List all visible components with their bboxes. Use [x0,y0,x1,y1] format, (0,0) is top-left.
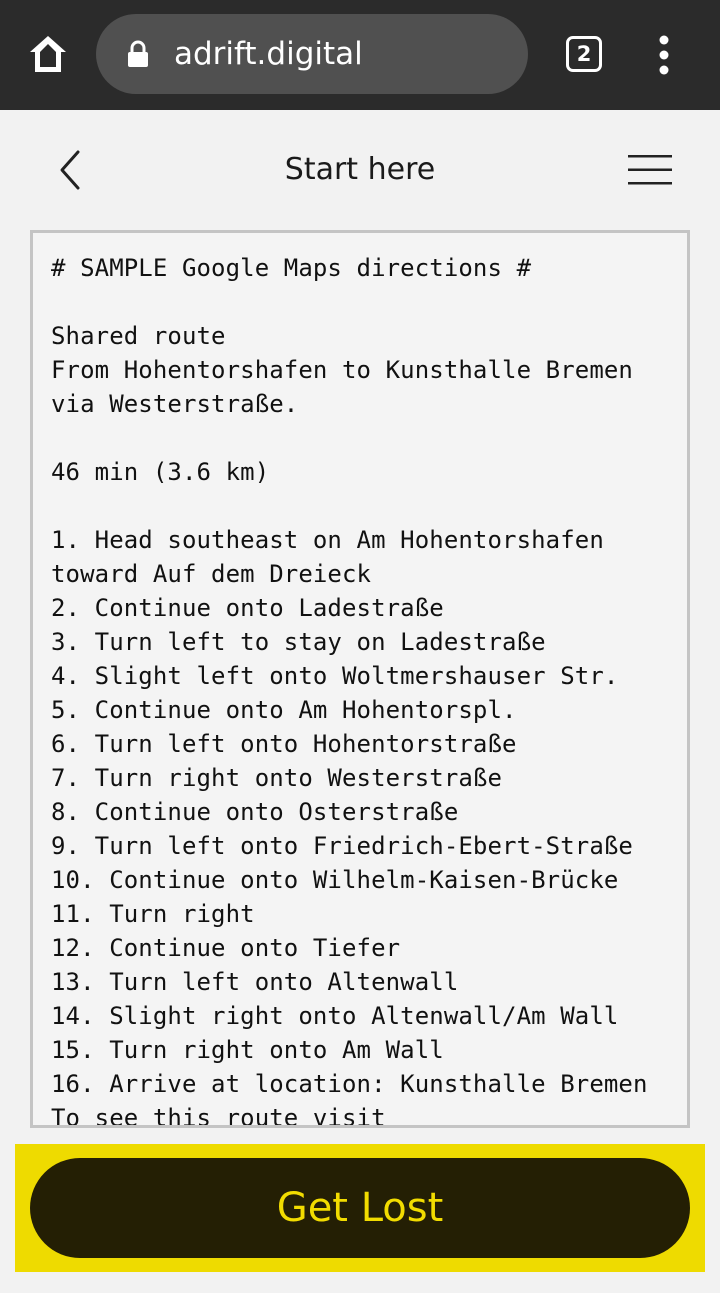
menu-dots-icon[interactable] [650,34,678,76]
tab-switcher-button[interactable]: 2 [566,36,602,72]
browser-toolbar: adrift.digital 2 [0,0,720,110]
cta-band: Get Lost [15,1144,705,1272]
directions-text: # SAMPLE Google Maps directions # Shared… [51,254,648,1128]
hamburger-icon[interactable] [626,152,674,188]
get-lost-button[interactable]: Get Lost [30,1158,690,1258]
address-bar[interactable]: adrift.digital [96,14,528,94]
lock-icon [128,40,148,67]
back-icon[interactable] [48,146,92,194]
page-title: Start here [284,152,436,187]
url-text: adrift.digital [174,36,363,72]
page-header: Start here [0,110,720,230]
directions-textarea[interactable]: # SAMPLE Google Maps directions # Shared… [30,230,690,1128]
home-icon[interactable] [24,30,72,78]
